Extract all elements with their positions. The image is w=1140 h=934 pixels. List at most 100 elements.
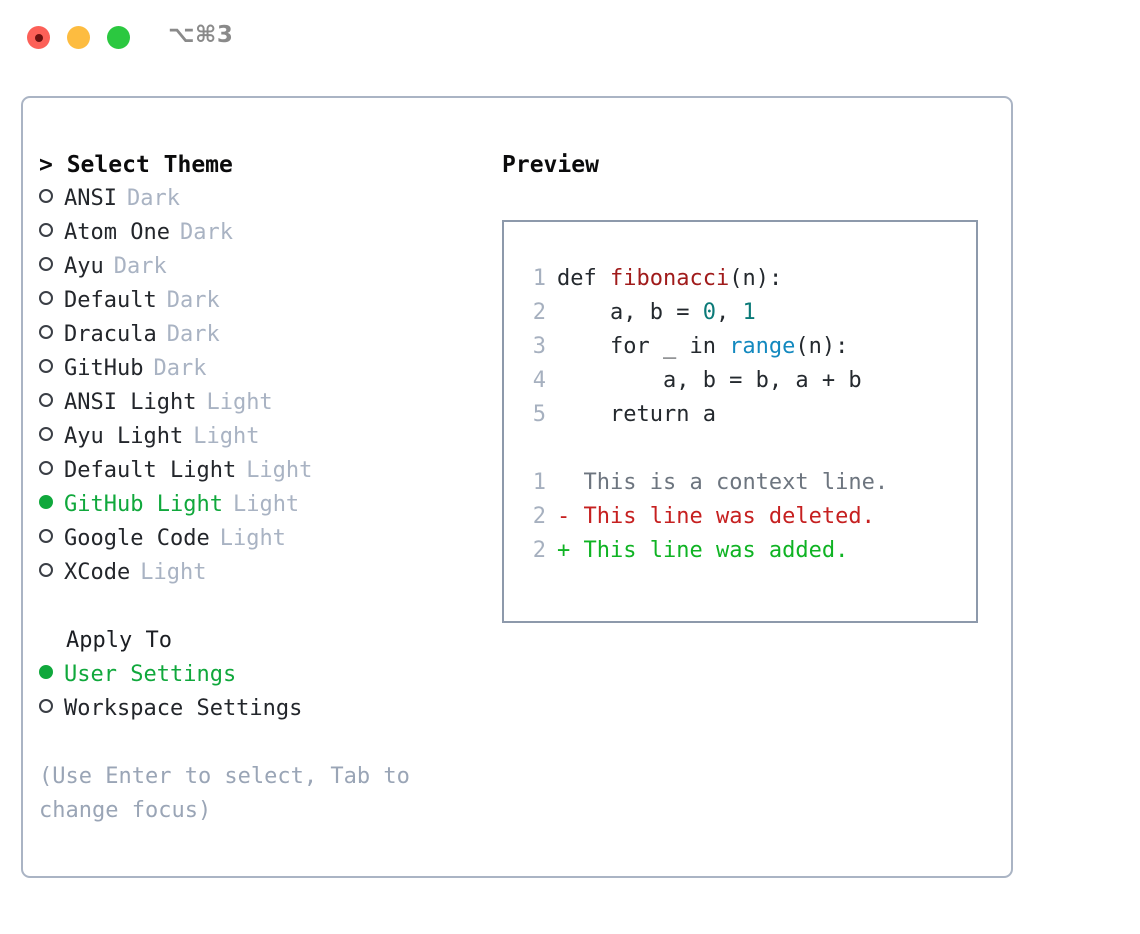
code-line-number: 1 bbox=[532, 266, 546, 291]
theme-kind-badge: Dark bbox=[166, 288, 220, 313]
diff-marker bbox=[557, 470, 584, 495]
theme-name-label: Dracula bbox=[64, 322, 157, 347]
radio-unselected-icon[interactable] bbox=[39, 189, 53, 203]
select-theme-heading: > Select Theme bbox=[39, 148, 469, 182]
code-line: 2 a, b = 0, 1 bbox=[524, 296, 888, 330]
code-token: return a bbox=[557, 402, 716, 427]
theme-list-item[interactable]: ANSI Dark bbox=[39, 182, 469, 216]
diff-line: 2- This line was deleted. bbox=[524, 500, 888, 534]
diff-line: 1 This is a context line. bbox=[524, 466, 888, 500]
code-diff-separator bbox=[524, 432, 888, 466]
radio-selected-icon[interactable] bbox=[39, 495, 53, 509]
radio-unselected-icon[interactable] bbox=[39, 325, 53, 339]
diff-line-text: This line was deleted. bbox=[583, 504, 875, 529]
close-window-button[interactable] bbox=[27, 26, 50, 49]
theme-list-item[interactable]: XCode Light bbox=[39, 556, 469, 590]
maximize-window-button[interactable] bbox=[107, 26, 130, 49]
code-token: 1 bbox=[742, 300, 756, 325]
theme-name-label: GitHub bbox=[64, 356, 144, 381]
theme-name-label: Ayu Light bbox=[64, 424, 184, 449]
theme-name-label: GitHub Light bbox=[64, 492, 223, 517]
code-token: (n): bbox=[795, 334, 849, 359]
theme-kind-badge: Dark bbox=[113, 254, 167, 279]
code-token: for _ in bbox=[557, 334, 730, 359]
radio-unselected-icon[interactable] bbox=[39, 359, 53, 373]
radio-unselected-icon[interactable] bbox=[39, 393, 53, 407]
theme-kind-badge: Light bbox=[219, 526, 286, 551]
theme-kind-badge: Dark bbox=[126, 186, 180, 211]
radio-unselected-icon[interactable] bbox=[39, 529, 53, 543]
window-controls bbox=[27, 26, 130, 49]
radio-unselected-icon[interactable] bbox=[39, 461, 53, 475]
code-line-number: 2 bbox=[532, 538, 546, 563]
theme-list-item[interactable]: ANSI Light Light bbox=[39, 386, 469, 420]
diff-line-text: This line was added. bbox=[583, 538, 849, 563]
theme-kind-badge: Light bbox=[140, 560, 207, 585]
radio-selected-icon[interactable] bbox=[39, 665, 53, 679]
code-token: def bbox=[557, 266, 610, 291]
preview-heading: Preview bbox=[502, 152, 599, 178]
title-bar: ⌥⌘3 bbox=[0, 0, 1140, 78]
theme-kind-badge: Dark bbox=[179, 220, 233, 245]
radio-unselected-icon[interactable] bbox=[39, 427, 53, 441]
code-line-number: 5 bbox=[532, 402, 546, 427]
code-token: a, b = bbox=[557, 300, 703, 325]
theme-list-item[interactable]: Default Light Light bbox=[39, 454, 469, 488]
theme-name-label: ANSI bbox=[64, 186, 117, 211]
code-token: (n): bbox=[729, 266, 783, 291]
diff-marker: + bbox=[557, 538, 584, 563]
theme-name-label: Default bbox=[64, 288, 157, 313]
code-token: a, b = b, a + b bbox=[557, 368, 862, 393]
apply-to-heading: Apply To bbox=[66, 628, 172, 653]
diff-marker: - bbox=[557, 504, 584, 529]
code-token: fibonacci bbox=[609, 266, 730, 291]
code-line: 5 return a bbox=[524, 398, 888, 432]
theme-kind-badge: Light bbox=[246, 458, 313, 483]
radio-unselected-icon[interactable] bbox=[39, 223, 53, 237]
theme-name-label: Default Light bbox=[64, 458, 237, 483]
code-line: 3 for _ in range(n): bbox=[524, 330, 888, 364]
theme-name-label: ANSI Light bbox=[64, 390, 197, 415]
keyboard-shortcut-label: ⌥⌘3 bbox=[168, 22, 234, 48]
apply-to-option[interactable]: User Settings bbox=[39, 658, 469, 692]
code-line-number: 3 bbox=[532, 334, 546, 359]
theme-list-item[interactable]: Dracula Dark bbox=[39, 318, 469, 352]
apply-to-option-label: User Settings bbox=[64, 662, 237, 687]
minimize-window-button[interactable] bbox=[67, 26, 90, 49]
theme-list-item[interactable]: Default Dark bbox=[39, 284, 469, 318]
code-line: 1 def fibonacci(n): bbox=[524, 262, 888, 296]
code-line-number: 2 bbox=[532, 300, 546, 325]
radio-unselected-icon[interactable] bbox=[39, 257, 53, 271]
theme-kind-badge: Light bbox=[232, 492, 300, 517]
code-line-number: 4 bbox=[532, 368, 546, 393]
radio-unselected-icon[interactable] bbox=[39, 699, 53, 713]
theme-list-item[interactable]: GitHub Light Light bbox=[39, 488, 469, 522]
theme-kind-badge: Light bbox=[206, 390, 273, 415]
radio-unselected-icon[interactable] bbox=[39, 563, 53, 577]
code-line: 4 a, b = b, a + b bbox=[524, 364, 888, 398]
select-theme-heading-label: Select Theme bbox=[66, 152, 233, 178]
theme-name-label: XCode bbox=[64, 560, 131, 585]
diff-line-text: This is a context line. bbox=[583, 470, 889, 495]
apply-to-option-label: Workspace Settings bbox=[64, 696, 303, 721]
code-token: range bbox=[729, 334, 796, 359]
apply-to-option[interactable]: Workspace Settings bbox=[39, 692, 469, 726]
radio-unselected-icon[interactable] bbox=[39, 291, 53, 305]
code-token: , bbox=[715, 300, 743, 325]
theme-kind-badge: Dark bbox=[166, 322, 220, 347]
code-token: 0 bbox=[702, 300, 716, 325]
